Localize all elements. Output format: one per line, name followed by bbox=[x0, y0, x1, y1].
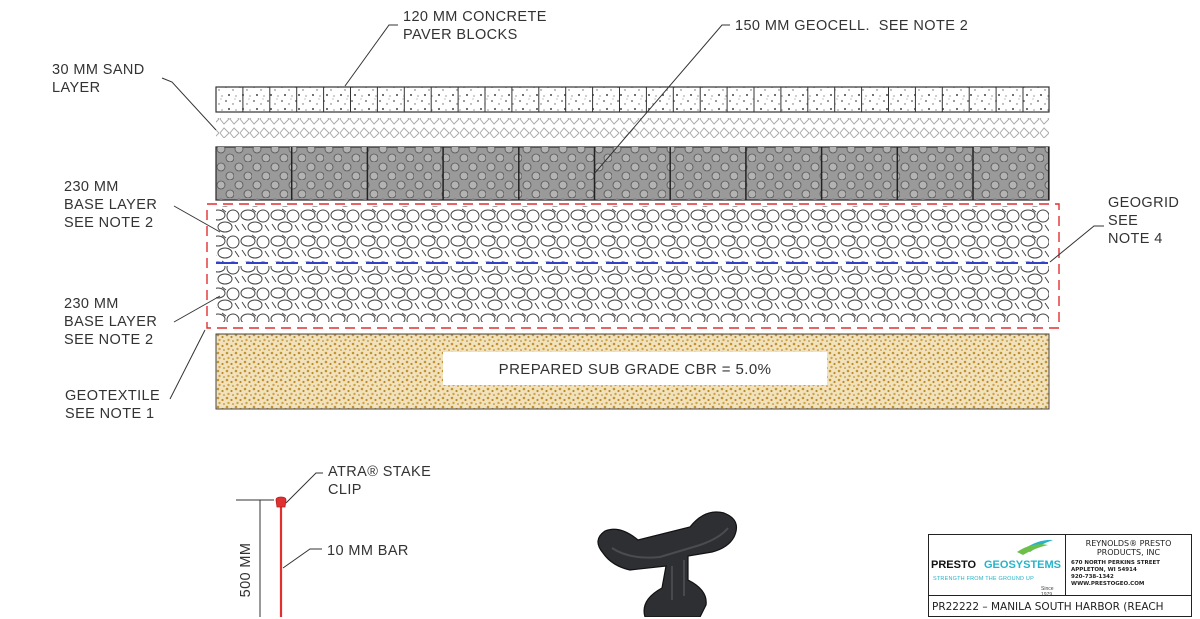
geogrid-label-line3: NOTE 4 bbox=[1108, 231, 1163, 247]
geocell-label: 150 MM GEOCELL. SEE NOTE 2 bbox=[735, 18, 968, 34]
base-layer-bottom bbox=[216, 266, 1049, 322]
paver-blocks-layer bbox=[215, 86, 1050, 113]
bar-label: 10 MM BAR bbox=[327, 543, 409, 559]
company-name: REYNOLDS® PRESTO PRODUCTS, INC bbox=[1066, 539, 1191, 557]
paver-label-line2: PAVER BLOCKS bbox=[403, 27, 518, 43]
base-layer-top bbox=[216, 206, 1049, 262]
base-top-label-line1: 230 MM bbox=[64, 179, 119, 195]
geogrid-label-line2: SEE bbox=[1108, 213, 1138, 229]
base-bottom-label-line3: SEE NOTE 2 bbox=[64, 332, 153, 348]
brand-tagline: STRENGTH FROM THE GROUND UP bbox=[933, 576, 1034, 582]
project-row: PR22222 – MANILA SOUTH HARBOR (REACH bbox=[929, 595, 1191, 619]
subgrade-label: PREPARED SUB GRADE CBR = 5.0% bbox=[499, 361, 772, 378]
company-name-line2: PRODUCTS, INC bbox=[1096, 548, 1161, 557]
brand-presto: PRESTO bbox=[931, 559, 977, 571]
leader-base-bottom bbox=[173, 295, 221, 323]
leader-bar bbox=[282, 548, 322, 569]
subgrade-layer: PREPARED SUB GRADE CBR = 5.0% bbox=[215, 333, 1050, 410]
base-bottom-label-line2: BASE LAYER bbox=[64, 314, 157, 330]
address-line4: WWW.PRESTOGEO.COM bbox=[1071, 581, 1145, 587]
base-bottom-label-line1: 230 MM bbox=[64, 296, 119, 312]
stake-detail: 500 MM ATRA® STAKE CLIP 10 MM BAR bbox=[236, 464, 431, 617]
sand-layer bbox=[216, 118, 1049, 138]
base-top-label-line2: BASE LAYER bbox=[64, 197, 157, 213]
leader-geotextile bbox=[169, 329, 206, 400]
leader-base-top bbox=[173, 205, 221, 233]
stake-clip-label-line2: CLIP bbox=[328, 482, 362, 498]
logo-swoosh bbox=[1017, 539, 1053, 555]
company-address: 670 NORTH PERKINS STREET APPLETON, WI 54… bbox=[1071, 560, 1160, 588]
address-line2: APPLETON, WI 54914 bbox=[1071, 567, 1137, 573]
paver-label-line1: 120 MM CONCRETE bbox=[403, 9, 547, 25]
presto-logo-icon: PRESTO GEOSYSTEMS STRENGTH FROM THE GROU… bbox=[929, 535, 1066, 598]
subgrade-label-box bbox=[443, 352, 827, 385]
leader-paver bbox=[344, 24, 398, 87]
geotextile-label-line2: SEE NOTE 1 bbox=[65, 406, 154, 422]
atra-clip-icon bbox=[597, 511, 737, 617]
geotextile-label-line1: GEOTEXTILE bbox=[65, 388, 160, 404]
title-block: PRESTO GEOSYSTEMS STRENGTH FROM THE GROU… bbox=[928, 534, 1192, 617]
leader-lines bbox=[161, 24, 1104, 569]
company-info: REYNOLDS® PRESTO PRODUCTS, INC 670 NORTH… bbox=[1066, 535, 1191, 595]
sand-label-line2: LAYER bbox=[52, 80, 100, 96]
company-name-line1: REYNOLDS® PRESTO bbox=[1085, 539, 1172, 548]
leader-geogrid bbox=[1049, 225, 1104, 263]
sand-label-line1: 30 MM SAND bbox=[52, 62, 145, 78]
geotextile-wrap-boundary bbox=[206, 203, 1060, 329]
address-line3: 920-738-1342 bbox=[1071, 574, 1114, 580]
address-line1: 670 NORTH PERKINS STREET bbox=[1071, 560, 1160, 566]
brand-geosystems: GEOSYSTEMS bbox=[984, 559, 1062, 571]
geocell-layer bbox=[215, 146, 1050, 201]
leader-geocell bbox=[593, 24, 730, 175]
project-title: PR22222 – MANILA SOUTH HARBOR (REACH bbox=[932, 601, 1164, 613]
leader-sand bbox=[161, 77, 217, 131]
base-top-label-line3: SEE NOTE 2 bbox=[64, 215, 153, 231]
geogrid-label-line1: GEOGRID bbox=[1108, 195, 1179, 211]
leader-stake-clip bbox=[285, 472, 323, 504]
stake-clip-icon bbox=[275, 496, 287, 508]
stake-clip-label-line1: ATRA® STAKE bbox=[328, 464, 431, 480]
bar-length-label: 500 MM bbox=[238, 543, 254, 598]
